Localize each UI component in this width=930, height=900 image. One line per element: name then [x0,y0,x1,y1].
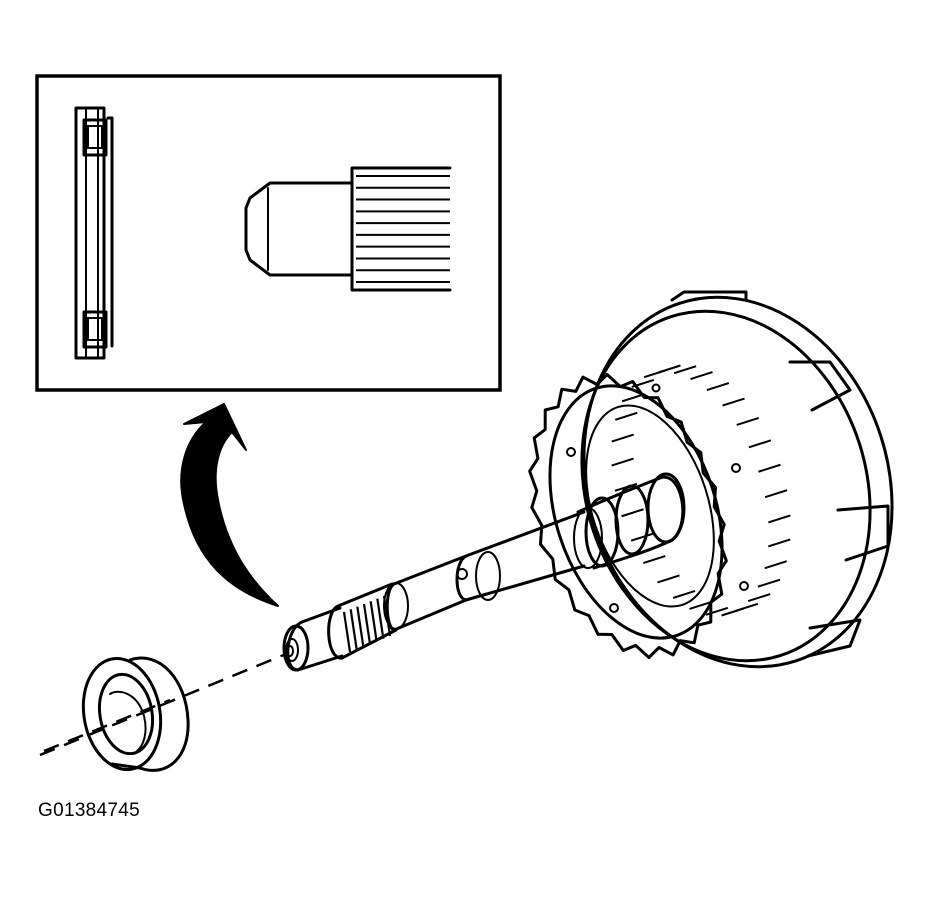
inset-detail [35,74,502,392]
spline-line [630,532,654,542]
spline-line [631,378,655,388]
spline-line [376,598,385,639]
spline-line [642,555,666,565]
spline-line [614,411,638,421]
installation-axis [39,652,287,757]
spline-line [382,595,392,637]
spline-line [621,508,644,518]
spline-line [757,578,781,588]
spline-line [747,593,771,603]
spline-line [706,382,730,392]
input-shaft [282,472,686,672]
ring-gear-teeth [528,373,728,659]
spline-line [748,439,772,449]
spline-line [362,603,372,645]
shaft-end-detail [244,166,452,292]
seal-cross-section [74,106,114,360]
figure-id-label: G01384745 [38,800,141,821]
spline-line [349,609,358,650]
spline-line [705,606,729,616]
seal-ring [43,656,190,772]
spline-line [658,364,681,374]
spline-line [657,574,680,584]
inset-splines [356,175,450,283]
spline-line [736,416,760,426]
spline-line [621,393,645,403]
shaft-splines [342,595,392,653]
spline-line [611,457,634,467]
spline-line [764,560,788,570]
spline-line [767,538,791,548]
spline-line [722,397,745,407]
spline-line [768,514,791,524]
spline-line [672,589,696,599]
spline-line [611,433,635,443]
spline-line [690,371,713,381]
spline-line [673,365,697,375]
gear-drum-assembly [528,290,894,669]
drum-internal-splines [611,364,791,617]
curved-arrow-icon [180,403,279,607]
spline-line [356,606,365,647]
spline-line [721,607,744,617]
spline-line [758,463,781,473]
spline-line [369,601,378,642]
spline-line [342,611,352,653]
spline-line [764,489,788,499]
spline-line [689,600,712,610]
